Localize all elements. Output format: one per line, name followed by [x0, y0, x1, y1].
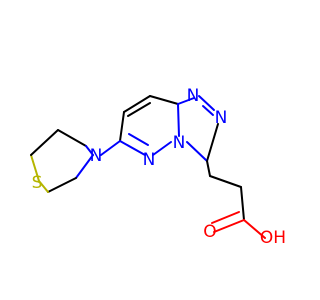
- bond-n1-n2-double: [202, 105, 214, 116]
- molecule-structure-svg: S N N N N N O OH: [30, 86, 286, 248]
- bond-py-c3-c4: [149, 95, 179, 105]
- molecule-diagram: S N N N N N O OH: [30, 86, 287, 248]
- bridgehead-nitrogen-label: N: [173, 133, 186, 153]
- morpholine-nitrogen-label: N: [90, 146, 103, 166]
- bond-py-c2-c3: [123, 95, 151, 113]
- bond-s-c1: [30, 154, 40, 182]
- bond-carbonyl: [213, 219, 245, 233]
- bond-c4-n1: [177, 97, 195, 105]
- bond-bridge-py-n: [152, 141, 172, 156]
- bond-chain-c2: [240, 186, 245, 221]
- bond-n-c4: [75, 154, 94, 179]
- bond-c1-c2: [30, 129, 59, 156]
- triazole-nitrogen-1-label: N: [187, 86, 200, 106]
- bond-c4-c5: [47, 177, 77, 193]
- atom-labels: S N N N N N O OH: [32, 86, 286, 248]
- bond-c5-bridge-n: [186, 141, 208, 162]
- bond-c5-s: [38, 180, 49, 193]
- bond-c3-n: [85, 145, 94, 156]
- bond-n1-n2: [198, 95, 215, 111]
- bond-chain-c1: [209, 175, 242, 188]
- carbonyl-oxygen-label: O: [203, 222, 216, 242]
- bond-py-n-c1: [119, 140, 146, 156]
- bond-c2-c3: [57, 129, 87, 147]
- bond-py-c2-c3-double: [127, 102, 151, 117]
- bond-bridge-c4: [177, 103, 180, 137]
- bond-ring-chain: [206, 160, 211, 177]
- sulfur-atom-label: S: [32, 173, 43, 193]
- hydroxyl-group-label: OH: [260, 228, 286, 248]
- bond-oh: [243, 219, 266, 239]
- triazole-nitrogen-2-label: N: [215, 108, 228, 128]
- bond-n-pyridazine: [100, 140, 121, 156]
- bond-py-c1-c2: [119, 111, 125, 142]
- bond-lines: [30, 95, 266, 239]
- bond-n2-c5: [206, 123, 219, 162]
- bond-py-n-c1-double: [128, 133, 149, 146]
- pyridazine-nitrogen-label: N: [143, 150, 156, 170]
- bond-carbonyl-double: [211, 211, 240, 224]
